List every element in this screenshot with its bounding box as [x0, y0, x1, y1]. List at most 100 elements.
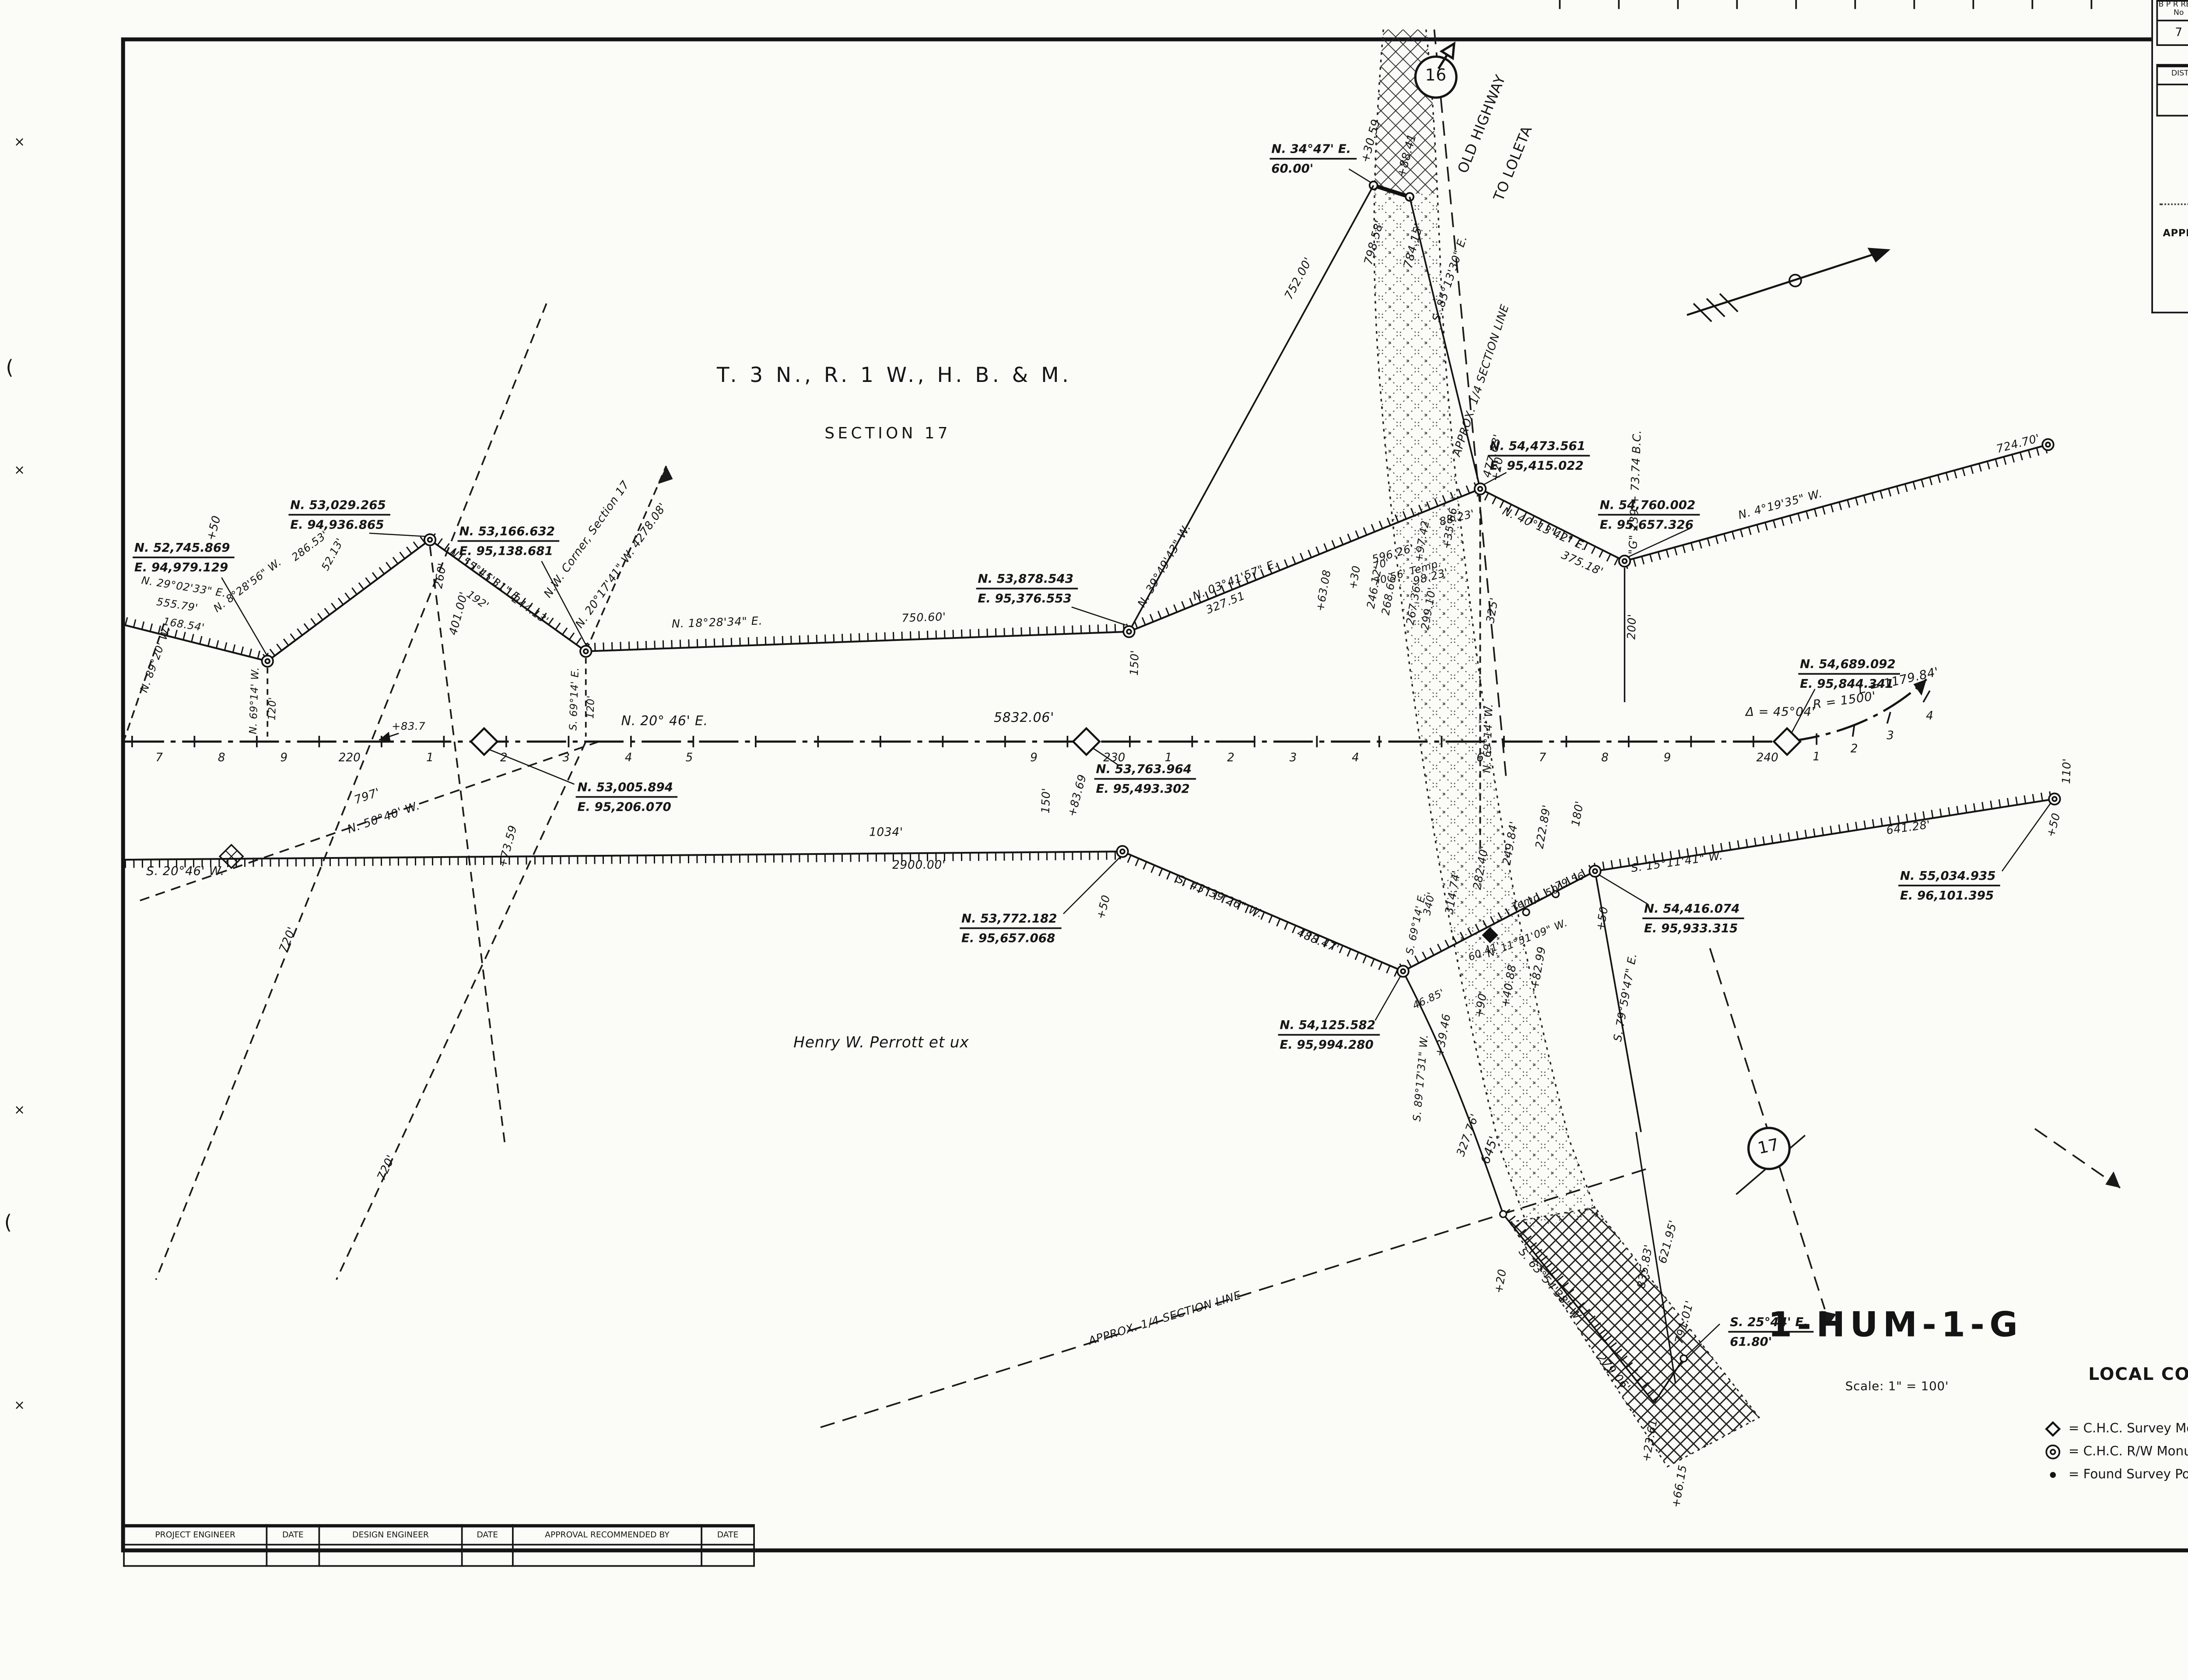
station-number: 9 [1030, 751, 1038, 765]
section-17-circle [1747, 1127, 1791, 1170]
map-label: 110' [2060, 758, 2074, 784]
map-label: 2900.00' [892, 859, 946, 872]
rw-line [1129, 488, 1481, 633]
registration-mark: × [14, 1398, 25, 1413]
map-label: 120' [585, 695, 598, 719]
curve-arrowhead [1913, 679, 1927, 696]
rw-line [124, 624, 268, 662]
tb-value-region: 7 [2156, 19, 2188, 46]
map-label: 120' [266, 696, 280, 721]
map-label: +83.7 [392, 720, 426, 733]
nw-corner-tie-arrow [585, 466, 667, 652]
approval-strip: PROJECT ENGINEER DATE DESIGN ENGINEER DA… [123, 1524, 755, 1566]
strip-header: PROJECT ENGINEER [123, 1525, 268, 1545]
station-number: 2 [500, 751, 508, 765]
map-label: 750.60' [901, 610, 947, 626]
map-label: S. 20°46' W. [146, 863, 225, 878]
map-label: 4 [1926, 709, 1934, 723]
station-number: 8 [1601, 751, 1609, 765]
station-number: 240 [1756, 751, 1778, 765]
station-number: 1 [426, 751, 434, 765]
township-range-title: T. 3 N., R. 1 W., H. B. & M. [717, 362, 1072, 387]
band-crosshatch-tail [1508, 1207, 1760, 1468]
station-number: 2 [1227, 751, 1234, 765]
tie-s25 [1653, 1358, 1685, 1404]
station-number: 7 [155, 751, 163, 765]
map-label: 2 [1850, 742, 1858, 756]
rw-line [429, 539, 586, 652]
strip-header: DESIGN ENGINEER [318, 1525, 463, 1545]
registration-mark: × [14, 1102, 25, 1117]
highway-direction-arrow [1437, 41, 1456, 70]
registration-mark: × [14, 134, 25, 150]
station-number: 8 [217, 751, 225, 765]
signature-line [2160, 203, 2188, 205]
rw-line [1624, 444, 2048, 562]
legend-item-found-point: = Found Survey Point [2045, 1466, 2188, 1482]
station-number: 6 [1476, 751, 1484, 765]
station-number: 1 [1164, 751, 1172, 765]
legend-text: = Found Survey Point [2068, 1466, 2188, 1482]
line-752 [1128, 185, 1375, 632]
stray-dash-line [2034, 1128, 2121, 1189]
rw-line [124, 850, 1123, 861]
centerline-bearing: N. 20° 46' E. [621, 714, 708, 728]
survey-monuments [218, 438, 2061, 1363]
band-left-rw-line [1373, 29, 1529, 1228]
district-strip-table: DIST COUNTY ROUTE SECTION SHEET No TOTAL… [2156, 63, 2188, 117]
section-circle-16: 16 [1425, 67, 1447, 85]
line-784 [1409, 196, 1481, 489]
station-number: 5 [685, 751, 693, 765]
curve-240 [1787, 678, 1928, 743]
map-label: 200' [1625, 613, 1639, 640]
station-number: 4 [624, 751, 632, 765]
scale-note: Scale: 1" = 100' [1845, 1379, 1949, 1393]
arrowhead [1821, 1311, 1837, 1326]
quarter-section-line-north [1433, 29, 1508, 781]
legend-item-rw-monument: = C.H.C. R/W Monument in Place [2045, 1444, 2188, 1460]
old-highway-band [1368, 29, 1760, 1468]
map-label: N. 69°14' W. [1480, 703, 1496, 774]
tb-header: B P R REG. No [2156, 0, 2188, 21]
station-number: 9 [280, 751, 288, 765]
section-title: SECTION 17 [824, 425, 951, 444]
band-lower-left-edge [1402, 971, 1504, 1214]
map-label: 5832.06' [993, 710, 1055, 725]
station-number: 7 [1539, 751, 1546, 765]
station-number: 4 [1352, 751, 1359, 765]
survey-centerline [125, 678, 1931, 748]
tb-value [2156, 84, 2188, 117]
arrowhead [658, 466, 673, 484]
strip-header: DATE [701, 1525, 755, 1545]
approved-label: APPROVED [2163, 228, 2188, 240]
title-block: B P R REG. No STATE FEDERAL PROJECT NO. … [2151, 0, 2188, 314]
map-label: 1 [1813, 750, 1820, 764]
legend-text: = C.H.C. Survey Monument in Place [2068, 1421, 2188, 1436]
rw-line [267, 539, 431, 662]
legend-text: = C.H.C. R/W Monument in Place [2068, 1444, 2188, 1459]
property-dash-line-2 [336, 741, 587, 1280]
map-label: 3 [1886, 729, 1894, 742]
arrowhead [379, 732, 391, 742]
legend-item-survey-monument: = C.H.C. Survey Monument in Place [2045, 1421, 2188, 1437]
quarter-section-line-west [820, 1167, 1650, 1428]
tb-header: DIST [2156, 64, 2188, 86]
registration-mark: ( [6, 356, 14, 379]
registration-mark: × [14, 462, 25, 478]
coordinate-label: N. 34°47' E.60.00' [1269, 141, 1356, 177]
sheet-border [121, 37, 2188, 1553]
property-dash-line-1 [155, 303, 547, 1280]
line-835 [1635, 1132, 1676, 1383]
coordinate-system-label: LOCAL COORDINATE SYSTEM [2088, 1365, 2188, 1385]
station-number: 9 [1663, 751, 1671, 765]
strip-header: APPROVAL RECOMMENDED BY [512, 1525, 702, 1545]
station-number: 3 [1289, 751, 1297, 765]
